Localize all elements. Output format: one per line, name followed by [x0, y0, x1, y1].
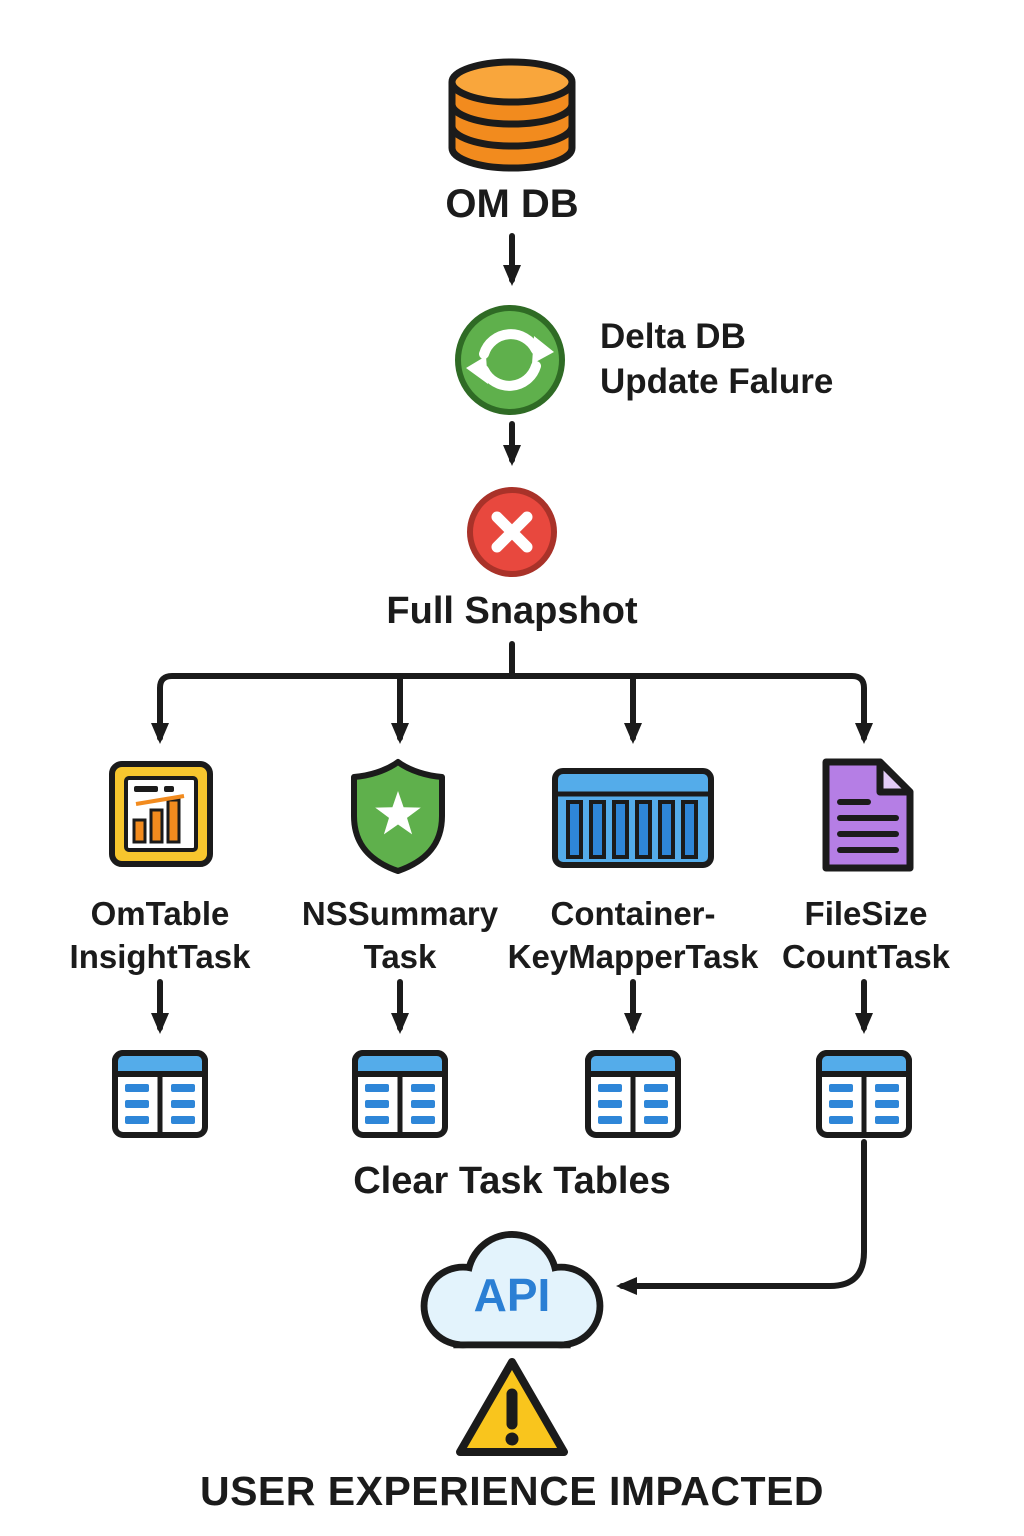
table-icon-3 [585, 1050, 681, 1138]
table-icon-4 [816, 1050, 912, 1138]
table-icon-2 [352, 1050, 448, 1138]
failure-label: Delta DB Update Falure [600, 314, 833, 404]
document-text-lines [837, 799, 899, 853]
failure-label-line1: Delta DB [600, 317, 746, 356]
task2-label: NSSummary Task [270, 892, 530, 978]
task1-label-line1: OmTable [90, 895, 230, 932]
star-glyph [375, 791, 421, 835]
warning-icon [456, 1358, 568, 1456]
task1-label: OmTable InsightTask [30, 892, 290, 978]
chart-icon [109, 761, 213, 867]
db-label: OM DB [445, 182, 579, 226]
api-label: API [473, 1269, 551, 1321]
exclamation-dot [505, 1432, 519, 1446]
refresh-arrows-glyph [466, 329, 554, 391]
chart-bars [132, 798, 181, 844]
x-glyph [491, 511, 533, 553]
table-icon-1 [112, 1050, 208, 1138]
sync-refresh-icon [455, 305, 565, 415]
document-icon [822, 758, 914, 872]
branch-arm-left [151, 673, 515, 744]
branch-arm-right [509, 673, 873, 744]
task4-label-line2: CountTask [781, 938, 951, 975]
container-icon [552, 768, 714, 868]
container-slats [566, 800, 698, 859]
shield-icon [351, 759, 445, 874]
impact-label: USER EXPERIENCE IMPACTED [199, 1468, 825, 1514]
task3-label-line2: KeyMapperTask [507, 938, 759, 975]
task3-label: Container- KeyMapperTask [483, 892, 783, 978]
task2-label-line1: NSSummary [301, 895, 499, 932]
tables-caption: Clear Task Tables [353, 1160, 671, 1202]
failure-label-line2: Update Falure [600, 362, 834, 401]
error-icon [467, 487, 557, 577]
cloud-icon [420, 1231, 604, 1349]
task4-label: FileSize CountTask [744, 892, 988, 978]
task4-label-line1: FileSize [804, 895, 928, 932]
task3-label-line1: Container- [550, 895, 716, 932]
database-icon [448, 58, 576, 172]
task2-label-line2: Task [363, 938, 437, 975]
arrow-table4-to-api [616, 1139, 867, 1295]
snapshot-label: Full Snapshot [386, 590, 638, 632]
task1-label-line2: InsightTask [69, 938, 251, 975]
